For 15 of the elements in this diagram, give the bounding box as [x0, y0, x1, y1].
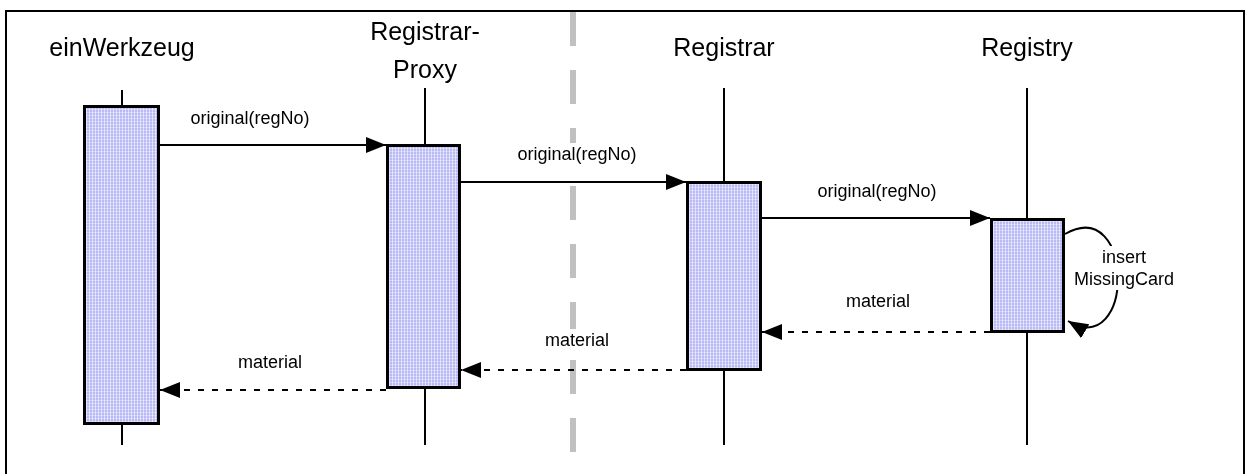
activation-bar	[686, 181, 762, 371]
participant-name: einWerkzeug	[48, 32, 196, 63]
activation-bar	[386, 144, 461, 389]
return-arrow	[460, 362, 687, 378]
return-arrow	[159, 382, 387, 398]
return-arrow	[761, 324, 991, 340]
message-arrow	[159, 137, 387, 153]
message-arrow	[761, 210, 991, 226]
participant-name: Registrar- Proxy	[369, 16, 481, 85]
participant-name: Registry	[980, 32, 1074, 63]
message-arrow	[460, 174, 687, 190]
participant-name: Registrar	[672, 32, 776, 63]
activation-bar	[83, 105, 160, 425]
activation-bar	[990, 218, 1065, 333]
edge-label: original(regNo)	[515, 143, 639, 165]
